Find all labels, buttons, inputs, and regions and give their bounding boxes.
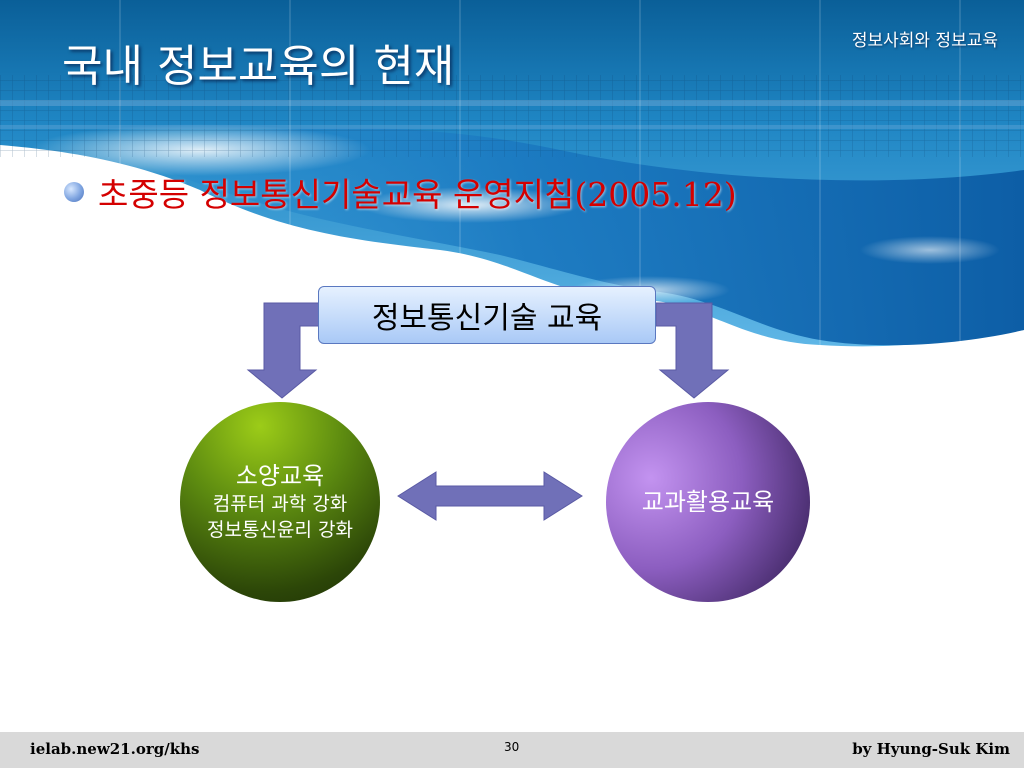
slide-title: 국내 정보교육의 현재	[62, 41, 455, 92]
left-circle-title: 소양교육	[235, 462, 325, 490]
right-circle: 교과활용교육	[606, 402, 810, 602]
footer-author: by Hyung-Suk Kim	[852, 740, 1010, 758]
bullet-text: 초중등 정보통신기술교육 운영지침(2005.12)	[98, 175, 737, 214]
right-circle-title: 교과활용교육	[641, 488, 775, 516]
elbow-arrow-left	[246, 302, 321, 399]
top-box: 정보통신기술 교육	[318, 286, 656, 344]
footer-bar: ielab.new21.org/khs 30 by Hyung-Suk Kim	[0, 732, 1024, 768]
corner-label: 정보사회와 정보교육	[851, 31, 998, 51]
top-box-label: 정보통신기술 교육	[371, 301, 603, 336]
bullet-item: 초중등 정보통신기술교육 운영지침(2005.12)	[64, 170, 737, 214]
elbow-arrow-right	[655, 302, 730, 399]
left-circle-line: 정보통신윤리 강화	[207, 519, 353, 541]
left-circle: 소양교육 컴퓨터 과학 강화 정보통신윤리 강화	[180, 402, 380, 602]
double-arrow	[397, 471, 583, 521]
page-number: 30	[504, 740, 520, 754]
left-circle-line: 컴퓨터 과학 강화	[212, 493, 348, 515]
footer-url: ielab.new21.org/khs	[30, 740, 200, 758]
bullet-dot-icon	[64, 182, 84, 202]
